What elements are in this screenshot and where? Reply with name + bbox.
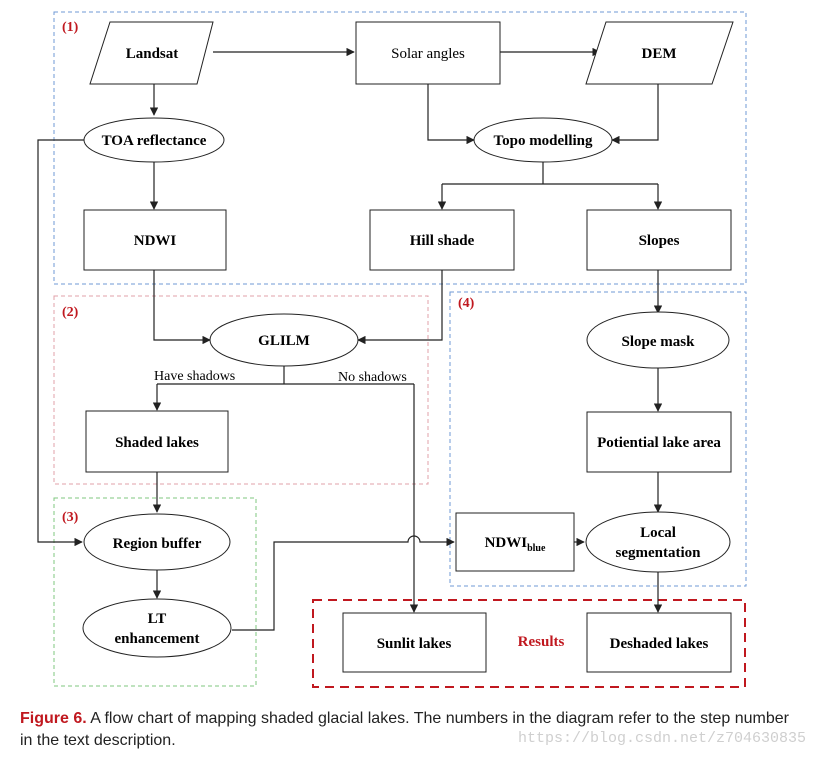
shaded-lakes-label: Shaded lakes xyxy=(115,435,199,451)
slope-mask-label: Slope mask xyxy=(622,334,696,350)
step2-group xyxy=(53,295,429,485)
slope-mask-node xyxy=(586,311,730,369)
have-shadows-label: Have shadows xyxy=(154,369,235,384)
step4-group xyxy=(449,291,747,587)
step-number-1: (1) xyxy=(62,20,79,35)
ndwi-blue-label: NDWIblue xyxy=(485,535,546,554)
toa-reflectance-node xyxy=(83,117,225,163)
local-segmentation-node xyxy=(585,511,731,573)
solar-angles-node xyxy=(355,21,501,85)
caption-text: A flow chart of mapping shaded glacial l… xyxy=(20,710,790,749)
no-shadows-label: No shadows xyxy=(338,370,407,385)
edge-topo-branch xyxy=(442,162,658,185)
edge-lt-ndwiblue xyxy=(232,535,455,631)
shaded-lakes-node xyxy=(85,410,229,473)
topo-modelling-node xyxy=(473,117,613,163)
ndwi-label: NDWI xyxy=(134,233,177,249)
potential-lake-area-node xyxy=(586,411,732,473)
glilm-label: GLILM xyxy=(258,333,310,349)
edge-toa-buffer xyxy=(37,139,86,547)
dem-label: DEM xyxy=(642,46,677,62)
dem-node xyxy=(585,21,734,85)
edge-dem-topo xyxy=(611,84,659,145)
deshaded-lakes-node xyxy=(586,612,732,673)
step-number-2: (2) xyxy=(62,305,79,320)
lt-enhancement-node xyxy=(82,598,232,658)
step-number-3: (3) xyxy=(62,510,79,525)
landsat-node xyxy=(89,21,214,85)
ndwi-node xyxy=(83,209,227,271)
slopes-node xyxy=(586,209,732,271)
step3-group xyxy=(53,497,257,687)
glilm-node xyxy=(209,313,359,367)
figure-caption: Figure 6. A flow chart of mapping shaded… xyxy=(20,708,800,752)
hill-shade-node xyxy=(369,209,515,271)
slopes-label: Slopes xyxy=(639,233,680,249)
edge-glilm-branch xyxy=(157,366,414,385)
region-buffer-node xyxy=(83,513,231,571)
topo-modelling-label: Topo modelling xyxy=(493,133,593,149)
watermark: https://blog.csdn.net/z704630835 xyxy=(517,730,806,747)
step-number-4: (4) xyxy=(458,296,475,311)
figure-label: Figure 6. xyxy=(20,710,87,727)
local-segmentation-label-line2: segmentation xyxy=(616,545,702,561)
flowchart: (1) (2) (3) (4) Landsat Solar angles DEM… xyxy=(37,11,747,688)
hill-shade-label: Hill shade xyxy=(410,233,475,249)
sunlit-lakes-label: Sunlit lakes xyxy=(377,636,452,652)
lt-enhancement-label-line1: LT xyxy=(148,611,167,627)
ndwi-blue-node xyxy=(455,512,575,572)
results-group xyxy=(312,599,746,688)
landsat-label: Landsat xyxy=(126,46,179,62)
results-label: Results xyxy=(518,634,565,650)
region-buffer-label: Region buffer xyxy=(113,536,202,552)
edge-ndwi-glilm xyxy=(153,270,211,345)
edge-solar-topo xyxy=(427,84,475,145)
toa-reflectance-label: TOA reflectance xyxy=(102,133,207,149)
step1-group xyxy=(53,11,747,285)
edge-hillshade-glilm xyxy=(357,270,443,345)
potential-lake-area-label: Potiential lake area xyxy=(597,435,721,451)
deshaded-lakes-label: Deshaded lakes xyxy=(610,636,709,652)
lt-enhancement-label-line2: enhancement xyxy=(115,631,200,647)
local-segmentation-label-line1: Local xyxy=(640,525,676,541)
solar-angles-label: Solar angles xyxy=(391,46,465,62)
sunlit-lakes-node xyxy=(342,612,487,673)
